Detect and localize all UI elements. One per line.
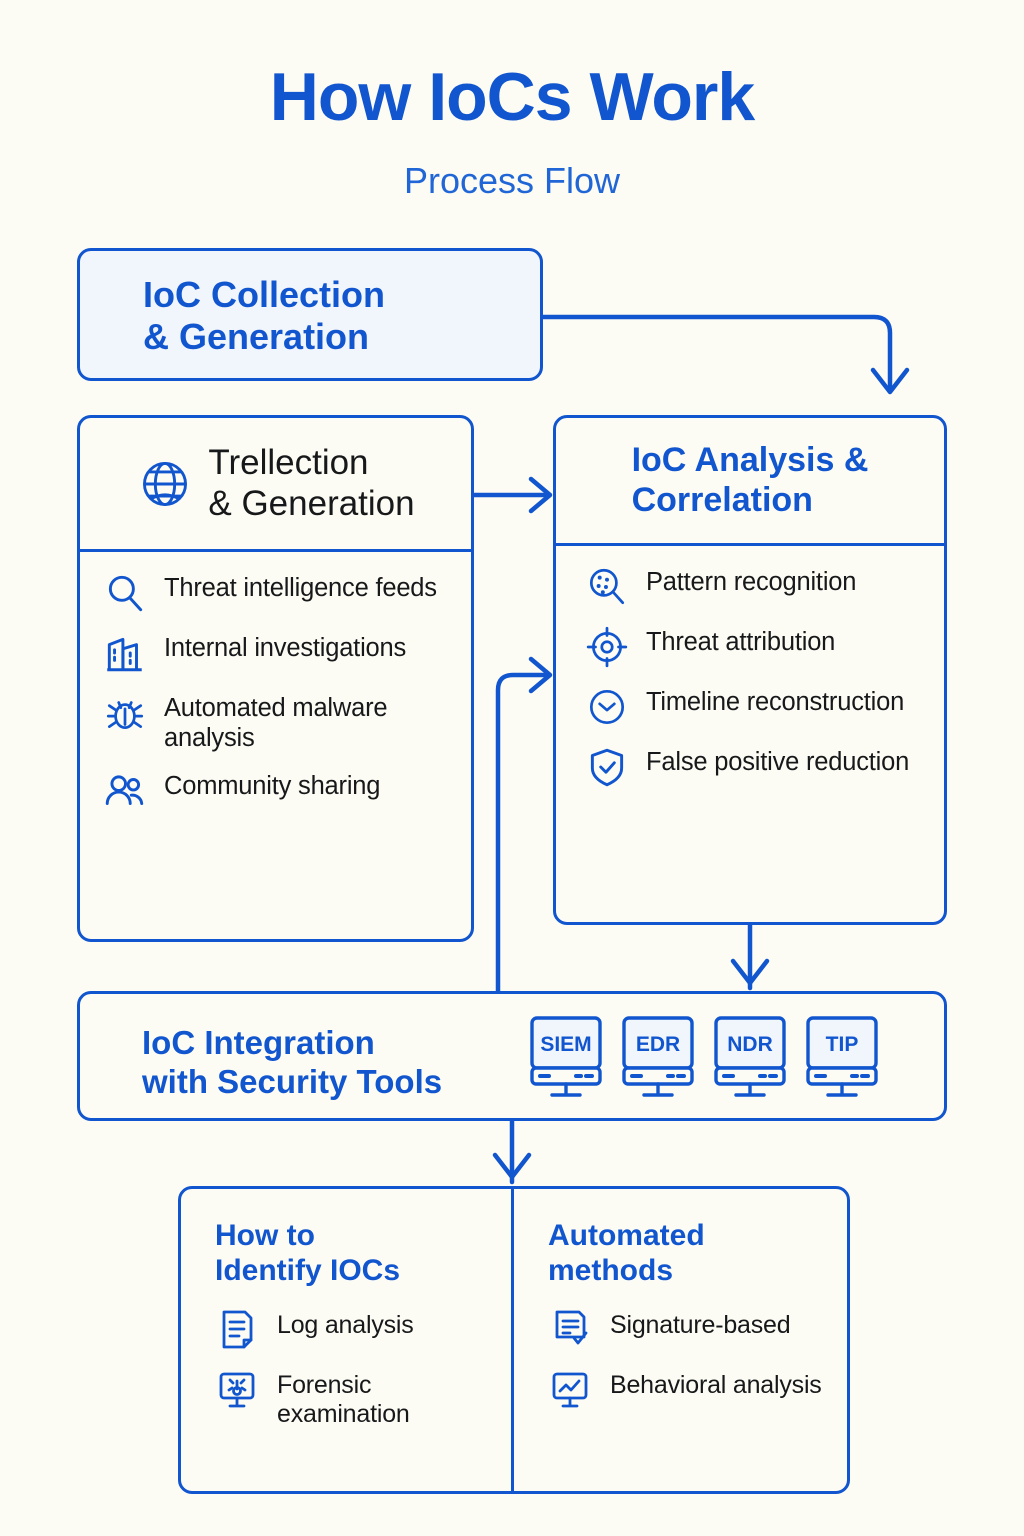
building-icon: [102, 630, 148, 676]
ioc-collection-title-line2: & Generation: [143, 315, 370, 357]
trellection-title-line1: Trellection: [208, 442, 369, 482]
list-item-label: Threat attribution: [646, 628, 836, 656]
list-item-label: Log analysis: [277, 1310, 414, 1339]
trellection-title-line2: & Generation: [208, 483, 415, 523]
wire-stage1-to-analysis: [540, 314, 893, 391]
list-item-label: Signature-based: [610, 1310, 791, 1339]
forensic-monitor-icon: [215, 1367, 261, 1413]
automated-methods-title-line2: methods: [548, 1253, 674, 1287]
target-icon: [584, 624, 630, 670]
list-item[interactable]: Log analysis: [215, 1307, 493, 1353]
list-item[interactable]: Automated malware analysis: [102, 690, 457, 754]
ioc-analysis-title-line2: Correlation: [631, 480, 813, 519]
arrowhead-integration-to-analysis: [528, 656, 553, 694]
shield-check-icon: [584, 744, 630, 790]
tool-badge-tip[interactable]: TIP: [804, 1014, 880, 1098]
list-item[interactable]: Internal investigations: [102, 630, 457, 676]
identify-iocs-left-title: How to Identify IOCs: [215, 1219, 493, 1289]
ioc-integration-title: IoC Integration with Security Tools: [142, 1024, 442, 1102]
list-item[interactable]: Behavioral analysis: [548, 1367, 829, 1413]
automated-methods-title: Automated methods: [548, 1219, 829, 1289]
ioc-collection-title-line1: IoC Collection: [143, 274, 385, 315]
list-item[interactable]: Timeline reconstruction: [584, 684, 930, 730]
list-item[interactable]: Community sharing: [102, 768, 457, 814]
list-item[interactable]: Signature-based: [548, 1307, 829, 1353]
arrowhead-stage1-to-analysis: [870, 367, 910, 395]
arrowhead-collection-to-analysis: [528, 476, 553, 514]
tool-badge-ndr[interactable]: NDR: [712, 1014, 788, 1098]
page-title: How IoCs Work: [269, 59, 755, 135]
list-item-label: Behavioral analysis: [610, 1370, 822, 1399]
list-item-label: Timeline reconstruction: [646, 688, 905, 716]
ioc-collection-box[interactable]: IoC Collection & Generation: [77, 248, 543, 381]
tool-badge-label: NDR: [727, 1033, 773, 1056]
arrowhead-integration-to-identify: [492, 1152, 532, 1180]
globe-icon: [136, 455, 194, 513]
list-item-label: Community sharing: [164, 771, 381, 800]
identify-iocs-left-title-line1: How to: [215, 1219, 315, 1252]
list-item[interactable]: Forensic examination: [215, 1367, 493, 1430]
ioc-analysis-card-body: Pattern recognition Threat attribution: [556, 546, 944, 814]
list-item[interactable]: False positive reduction: [584, 744, 930, 790]
list-item[interactable]: Threat attribution: [584, 624, 930, 670]
ioc-analysis-card-header: IoC Analysis & Correlation: [556, 418, 944, 546]
clock-icon: [584, 684, 630, 730]
tool-badge-label: EDR: [636, 1033, 680, 1056]
list-item-label: Threat intelligence feeds: [164, 574, 437, 602]
document-check-icon: [548, 1307, 594, 1353]
tool-badge-siem[interactable]: SIEM: [528, 1014, 604, 1098]
identify-iocs-left-panel: How to Identify IOCs Log analysis: [181, 1189, 514, 1491]
ioc-integration-title-line1: IoC Integration: [142, 1024, 375, 1061]
people-icon: [102, 768, 148, 814]
identify-iocs-left-title-line2: Identify IOCs: [215, 1253, 401, 1287]
bug-icon: [102, 690, 148, 736]
identify-iocs-card[interactable]: How to Identify IOCs Log analysis: [178, 1186, 850, 1494]
list-item-label: Pattern recognition: [646, 568, 857, 596]
ioc-integration-title-line2: with Security Tools: [142, 1062, 443, 1100]
ioc-analysis-card[interactable]: IoC Analysis & Correlation P: [553, 415, 947, 925]
list-item-label: Internal investigations: [164, 634, 407, 662]
document-lines-icon: [215, 1307, 261, 1353]
arrowhead-analysis-to-integration: [730, 958, 770, 986]
automated-methods-title-line1: Automated: [548, 1219, 705, 1252]
trellection-card[interactable]: Trellection & Generation Threat intellig…: [77, 415, 474, 942]
list-item-label: Automated malware analysis: [164, 694, 388, 752]
list-item-label: False positive reduction: [646, 748, 910, 776]
ioc-analysis-title-line1: IoC Analysis &: [631, 441, 869, 480]
list-item[interactable]: Pattern recognition: [584, 564, 930, 610]
page-subtitle: Process Flow: [403, 160, 621, 201]
ioc-integration-box[interactable]: IoC Integration with Security Tools SIEM: [77, 991, 947, 1121]
wire-integration-to-analysis: [495, 672, 551, 997]
tool-badge-label: TIP: [826, 1033, 859, 1056]
list-item-label: Forensic examination: [277, 1370, 410, 1428]
trellection-card-body: Threat intelligence feeds Internal inves…: [80, 552, 471, 838]
trellection-card-header: Trellection & Generation: [80, 418, 471, 552]
chart-monitor-icon: [548, 1367, 594, 1413]
list-item[interactable]: Threat intelligence feeds: [102, 570, 457, 616]
security-tools-list: SIEM EDR NDR: [528, 1014, 880, 1098]
identify-iocs-right-panel: Automated methods Signature-based: [514, 1189, 847, 1491]
tool-badge-label: SIEM: [540, 1033, 591, 1056]
pattern-magnifier-icon: [584, 564, 630, 610]
magnifier-icon: [102, 570, 148, 616]
tool-badge-edr[interactable]: EDR: [620, 1014, 696, 1098]
